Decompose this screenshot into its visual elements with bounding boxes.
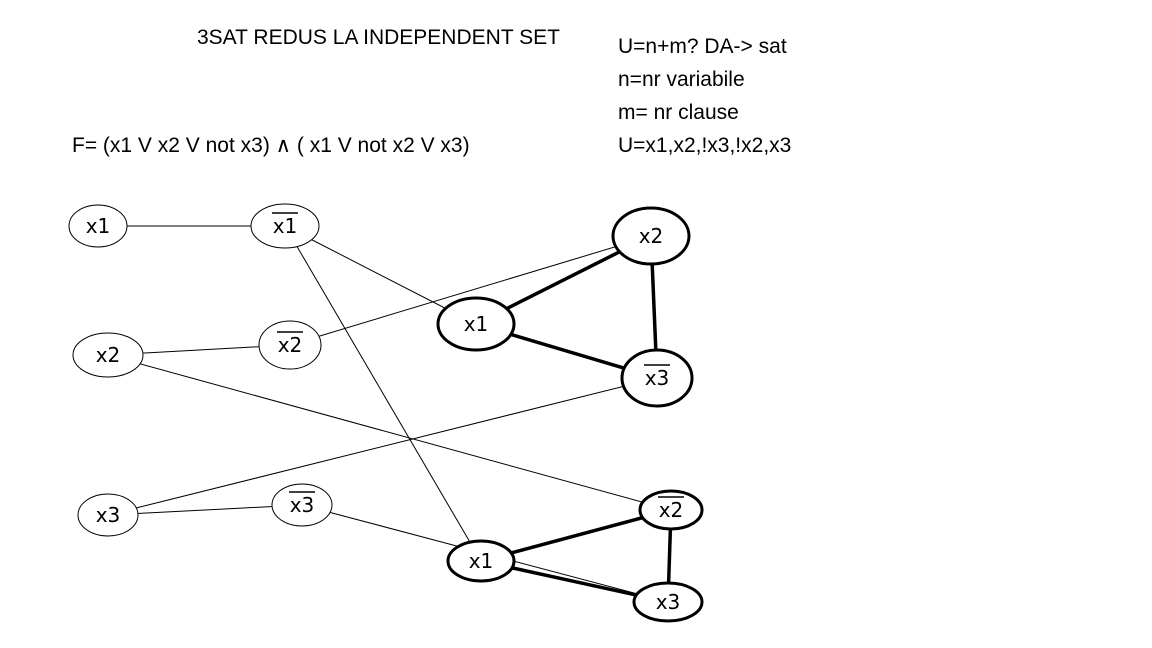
node-ellipse — [620, 348, 694, 408]
node-v-notx1: x1 — [250, 203, 320, 249]
node-label: x3 — [656, 590, 681, 614]
node-ellipse — [638, 489, 704, 531]
nodes-layer: x1 x1 x2 x2 x3 x3 x2 x1 x3 x2 x1 x3 — [68, 203, 704, 623]
node-ellipse — [271, 483, 333, 527]
node-label: x1 — [469, 549, 494, 573]
note-line: m= nr clause — [618, 101, 739, 124]
note-line: n=nr variabile — [618, 68, 745, 91]
node-v-x3: x3 — [77, 493, 139, 537]
edge-conflict-v-x3-c1-notx3 — [107, 377, 658, 516]
node-ellipse — [436, 296, 516, 352]
edge-variable-v-x3-v-notx3 — [107, 504, 303, 516]
node-label: x2 — [639, 224, 664, 248]
node-label: x3 — [290, 493, 315, 517]
node-ellipse — [611, 206, 691, 266]
note-line: U=n+m? DA-> sat — [618, 35, 787, 58]
formula: F= (x1 V x2 V not x3) ∧ ( x1 V not x2 V … — [72, 134, 470, 157]
node-v-notx2: x2 — [258, 320, 322, 370]
node-ellipse — [632, 581, 704, 623]
node-label: x1 — [86, 214, 111, 238]
node-c1-notx3: x3 — [620, 348, 694, 408]
node-ellipse — [72, 332, 144, 378]
node-ellipse — [77, 493, 139, 537]
node-v-x1: x1 — [68, 204, 128, 248]
node-ellipse — [446, 539, 516, 583]
diagram-title: 3SAT REDUS LA INDEPENDENT SET — [197, 26, 560, 49]
node-ellipse — [258, 320, 322, 370]
node-v-notx3: x3 — [271, 483, 333, 527]
node-label: x1 — [273, 214, 298, 238]
edge-conflict-v-notx2-c1-x2 — [289, 235, 652, 346]
edge-conflict-v-notx1-c2-x1 — [284, 225, 482, 562]
node-label: x3 — [645, 366, 670, 390]
node-c2-x1: x1 — [446, 539, 516, 583]
node-label: x2 — [659, 498, 684, 522]
node-ellipse — [250, 203, 320, 249]
node-c1-x1: x1 — [436, 296, 516, 352]
notes-block: U=n+m? DA-> sat n=nr variabile m= nr cla… — [618, 30, 791, 162]
node-c2-x3: x3 — [632, 581, 704, 623]
node-c1-x2: x2 — [611, 206, 691, 266]
node-label: x2 — [278, 333, 303, 357]
node-v-x2: x2 — [72, 332, 144, 378]
node-label: x1 — [464, 312, 489, 336]
node-ellipse — [68, 204, 128, 248]
edge-conflict-v-x2-c2-notx2 — [107, 354, 672, 511]
note-line: U=x1,x2,!x3,!x2,x3 — [618, 134, 792, 157]
node-label: x2 — [96, 343, 121, 367]
node-label: x3 — [96, 503, 121, 527]
node-c2-notx2: x2 — [638, 489, 704, 531]
edges-layer — [98, 225, 673, 604]
